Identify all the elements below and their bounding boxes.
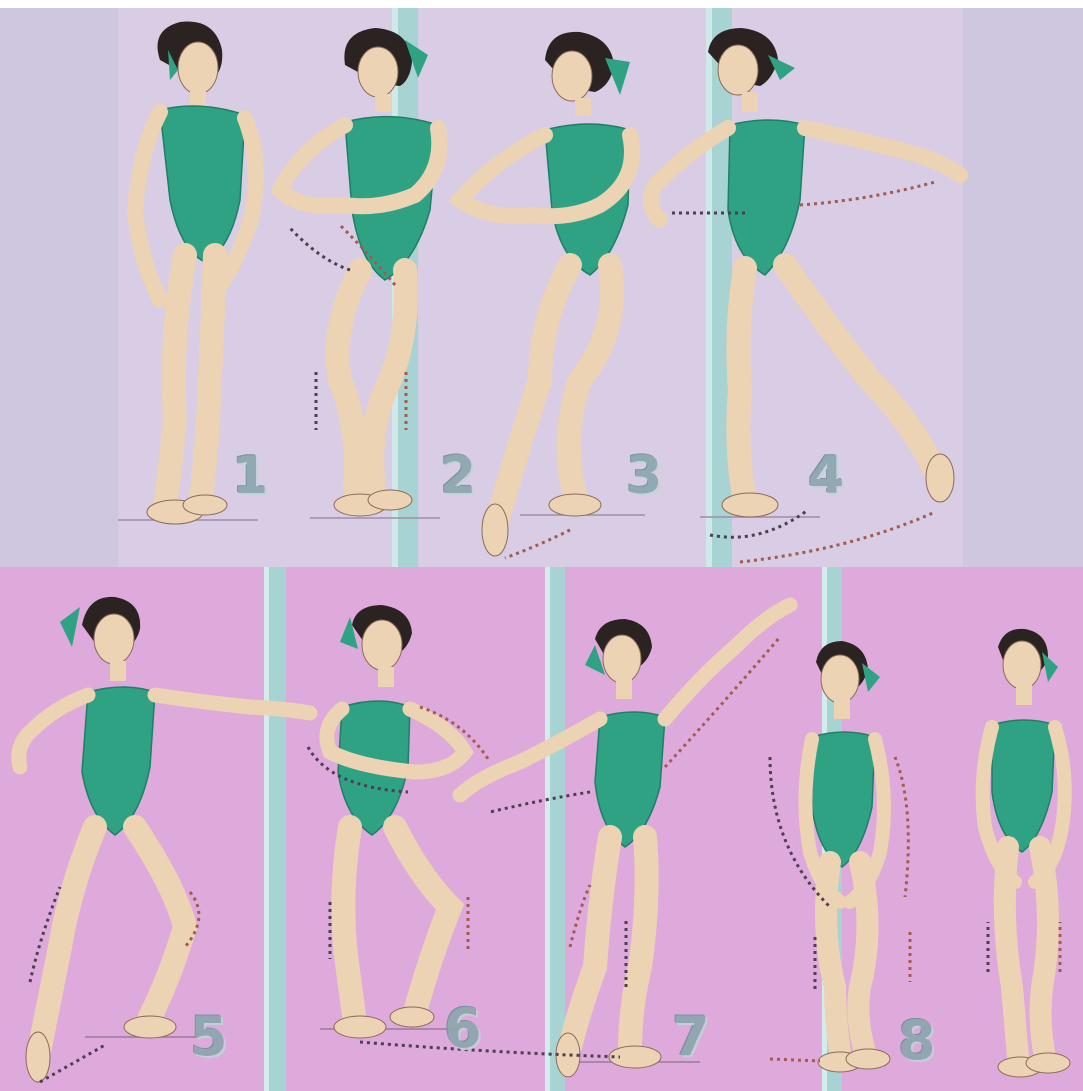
step-number-8: 8 xyxy=(898,1009,936,1072)
bottom-illustration-panel: 5 6 7 8 xyxy=(0,567,1083,1091)
step-number-5: 5 xyxy=(190,1005,228,1068)
top-illustration-panel: 1 2 3 4 xyxy=(0,0,1083,567)
step-number-1: 1 xyxy=(232,446,268,506)
step-number-2: 2 xyxy=(440,446,476,506)
step-number-4: 4 xyxy=(808,446,844,506)
top-illustration xyxy=(0,0,1083,567)
step-number-6: 6 xyxy=(444,997,482,1060)
step-number-7: 7 xyxy=(672,1005,710,1068)
step-number-3: 3 xyxy=(626,446,662,506)
